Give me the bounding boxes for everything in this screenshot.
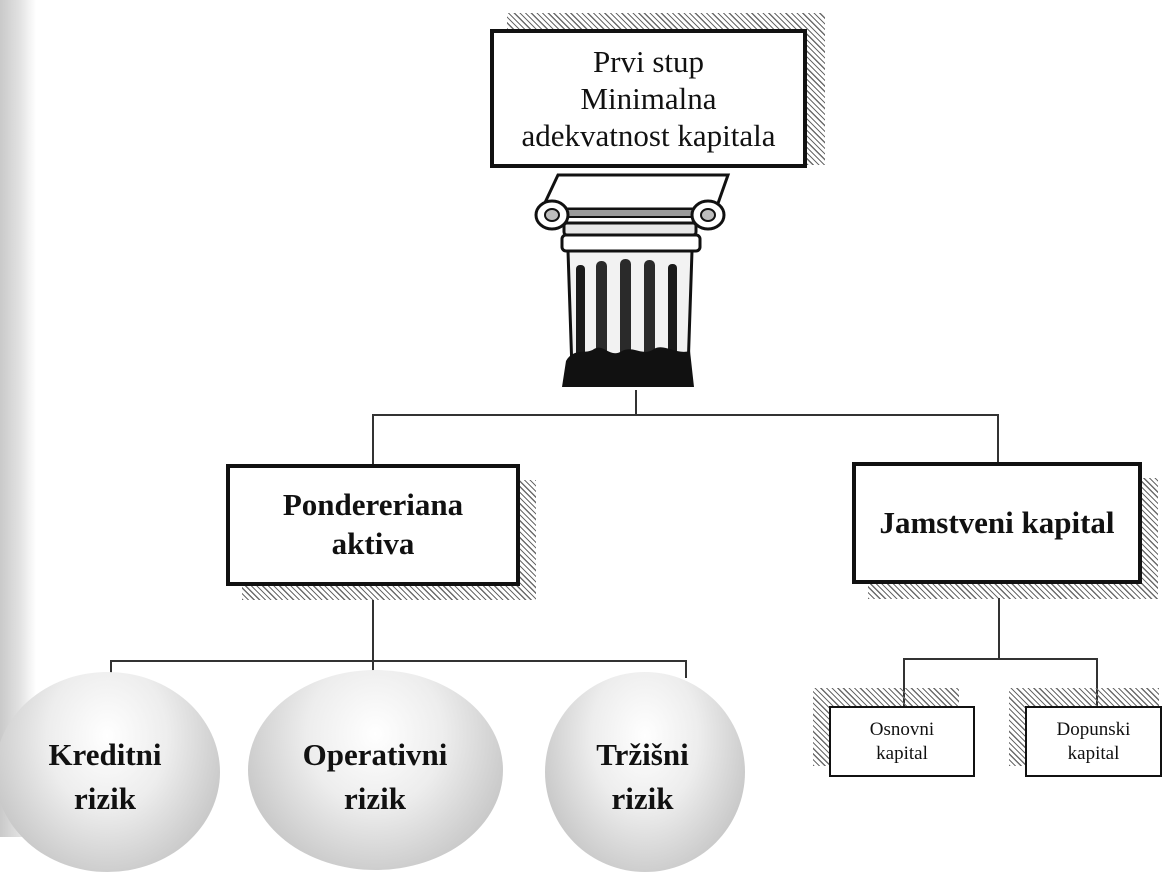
pillar-title-line-2: Minimalna — [580, 80, 717, 116]
core-capital-line-1: Osnovni — [869, 718, 935, 740]
page-edge-shade — [0, 0, 36, 837]
connector-capital-bar — [903, 658, 1097, 660]
connector-level2-bar — [372, 414, 998, 416]
weighted-assets-line-2: aktiva — [331, 526, 415, 561]
connector-right-stem — [998, 598, 1000, 659]
supplementary-capital-line-1: Dopunski — [1056, 718, 1131, 740]
market-risk-label: Tržišni rizik — [555, 733, 730, 821]
guarantee-capital-label: Jamstveni kapital — [879, 504, 1115, 540]
connector-to-core-capital — [903, 658, 905, 708]
credit-risk-line-1: Kreditni — [48, 737, 162, 772]
guarantee-capital-box: Jamstveni kapital — [852, 462, 1142, 584]
connector-to-credit-risk — [110, 660, 112, 680]
market-risk-line-1: Tržišni — [596, 737, 689, 772]
market-risk-line-2: rizik — [611, 781, 674, 817]
operational-risk-label: Operativni rizik — [270, 733, 480, 821]
connector-risks-bar — [110, 660, 687, 662]
connector-to-right-box — [997, 414, 999, 466]
pillar-title-box: Prvi stup Minimalna adekvatnost kapitala — [490, 29, 807, 168]
pillar-title-line-1: Prvi stup — [592, 43, 705, 79]
connector-column-stem — [635, 390, 637, 415]
weighted-assets-box: Pondereriana aktiva — [226, 464, 520, 586]
core-capital-box: Osnovni kapital — [829, 706, 975, 777]
connector-to-supplementary-capital — [1096, 658, 1098, 708]
supplementary-capital-box: Dopunski kapital — [1025, 706, 1162, 777]
credit-risk-label: Kreditni rizik — [10, 733, 200, 821]
connector-left-stem — [372, 600, 374, 661]
connector-to-operational-risk — [372, 660, 374, 675]
supplementary-capital-line-2: kapital — [1067, 742, 1120, 764]
connector-to-left-box — [372, 414, 374, 466]
core-capital-line-2: kapital — [876, 742, 928, 764]
ionic-column-icon — [534, 173, 731, 387]
connector-to-market-risk — [685, 660, 687, 678]
operational-risk-line-1: Operativni — [302, 737, 448, 772]
credit-risk-line-2: rizik — [74, 781, 136, 817]
weighted-assets-line-1: Pondereriana — [282, 487, 464, 523]
pillar-title-line-3: adekvatnost kapitala — [521, 118, 776, 154]
operational-risk-line-2: rizik — [344, 781, 406, 817]
